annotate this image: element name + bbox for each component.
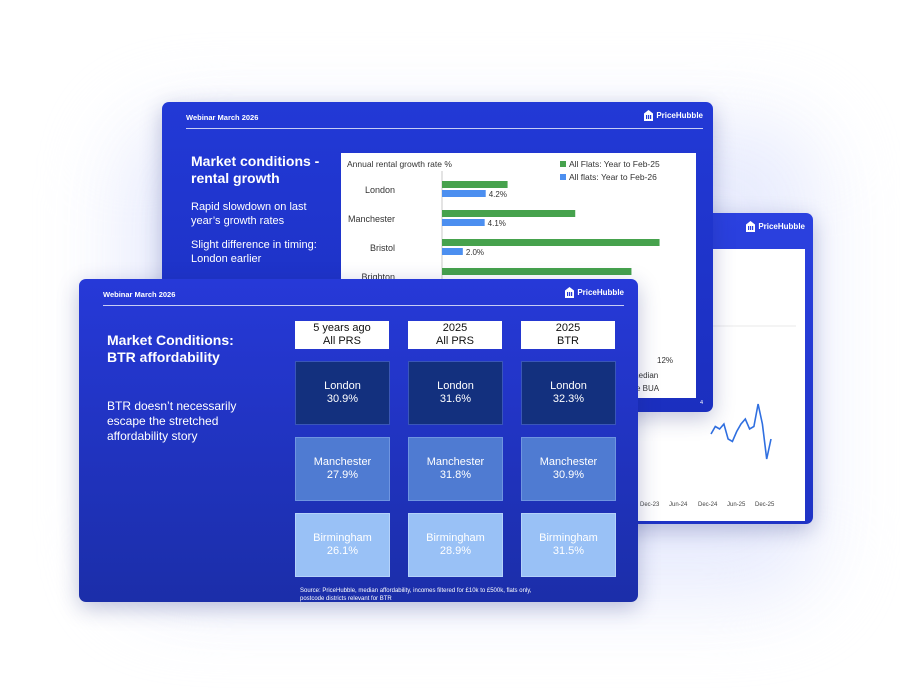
x-tick-label: Dec-25 [755,502,775,508]
cell-value: 30.9% [552,469,585,481]
house-logo-icon [746,221,756,232]
bullet-text-2: Slight difference in timing: London earl… [191,239,317,265]
source-note: Source: PriceHubble, median affordabilit… [300,588,532,602]
bar [442,239,660,246]
cell-city: Manchester [426,456,485,468]
slide-title: Market conditions - rental growth [191,153,320,186]
column-header-2025-btr: 2025 BTR [521,321,615,349]
slide-title-line-1: Market Conditions: [107,332,234,348]
cell-manchester-2025-all-prs: Manchester 31.8% [408,437,503,501]
column-header-2025-all-prs: 2025 All PRS [408,321,502,349]
webinar-label: Webinar March 2026 [103,290,176,299]
bar [442,268,632,275]
x-tick-label: Dec-24 [698,502,718,508]
column-header-line-2: All PRS [323,335,361,347]
bar [442,210,576,217]
cell-city: Birmingham [313,532,372,544]
cell-value: 32.3% [552,393,585,405]
webinar-label: Webinar March 2026 [186,113,259,122]
category-label: Manchester [348,214,395,224]
column-header-line-1: 5 years ago [313,322,371,334]
cell-value: 30.9% [326,393,359,405]
cell-city: London [550,380,587,392]
cell-manchester-5-years-ago: Manchester 27.9% [295,437,390,501]
bar [442,248,463,255]
cell-city: London [324,380,361,392]
bullet-text-1: Rapid slowdown on last year’s growth rat… [191,201,307,227]
chart-title: Annual rental growth rate % [347,159,452,169]
cell-london-5-years-ago: London 30.9% [295,361,390,425]
cell-birmingham-5-years-ago: Birmingham 26.1% [295,513,390,577]
cell-value: 31.5% [552,545,585,557]
cell-city: Birmingham [426,532,485,544]
cell-manchester-2025-btr: Manchester 30.9% [521,437,616,501]
cell-london-2025-btr: London 32.3% [521,361,616,425]
note-label: median [632,371,658,380]
cell-value: 31.6% [439,393,472,405]
slide-title-line-2: BTR affordability [107,349,220,365]
legend-entry: All flats: Year to Feb-26 [569,172,657,182]
data-label: 4.2% [489,190,507,199]
header-divider [103,305,624,306]
column-header-line-1: 2025 [442,322,468,334]
category-label: Bristol [370,243,395,253]
x-tick-label: Jun-24 [669,502,688,508]
data-label: 2.0% [466,248,484,257]
cell-birmingham-2025-all-prs: Birmingham 28.9% [408,513,503,577]
cell-city: London [437,380,474,392]
legend-swatch [560,161,566,167]
slide-title: Market Conditions: BTR affordability [107,332,234,366]
column-header-line-2: BTR [557,335,579,347]
slide-btr-affordability[interactable]: Webinar March 2026 PriceHubble Market Co… [79,279,638,602]
cell-value: 28.9% [439,545,472,557]
bar-chart: Annual rental growth rate % All Flats: Ye… [347,159,673,398]
note-label: e BUA [636,384,660,393]
legend-entry: All Flats: Year to Feb-25 [569,159,660,169]
bar [442,219,485,226]
cell-city: Birmingham [539,532,598,544]
pricehubble-logo: PriceHubble [746,221,805,232]
cell-london-2025-all-prs: London 31.6% [408,361,503,425]
data-label: 4.1% [488,219,506,228]
footnote: ved rent is matched with the listed aski… [634,514,749,520]
axis-tick-label: 12% [657,356,673,365]
x-tick-label: Dec-23 [640,502,660,508]
column-header-line-1: 2025 [555,322,581,334]
cell-value: 31.8% [439,469,472,481]
pricehubble-logo: PriceHubble [565,287,624,298]
cell-value: 27.9% [326,469,359,481]
column-header-5-years-ago: 5 years ago All PRS [295,321,389,349]
legend-swatch [560,174,566,180]
header-divider [186,128,703,129]
category-label: Brighton [361,272,395,282]
column-header-line-2: All PRS [436,335,474,347]
cell-city: Manchester [539,456,598,468]
pricehubble-logo: PriceHubble [644,110,703,121]
cell-birmingham-2025-btr: Birmingham 31.5% [521,513,616,577]
bar [442,190,486,197]
cell-city: Manchester [313,456,372,468]
category-label: London [365,185,395,195]
cell-value: 26.1% [326,545,359,557]
slide-body-text: BTR doesn’t necessarily escape the stret… [107,399,237,443]
house-logo-icon [565,287,575,298]
house-logo-icon [644,110,654,121]
x-tick-label: Jun-25 [727,502,746,508]
bar [442,181,508,188]
page-number: 4 [699,400,703,406]
rent-series-line [710,403,772,460]
